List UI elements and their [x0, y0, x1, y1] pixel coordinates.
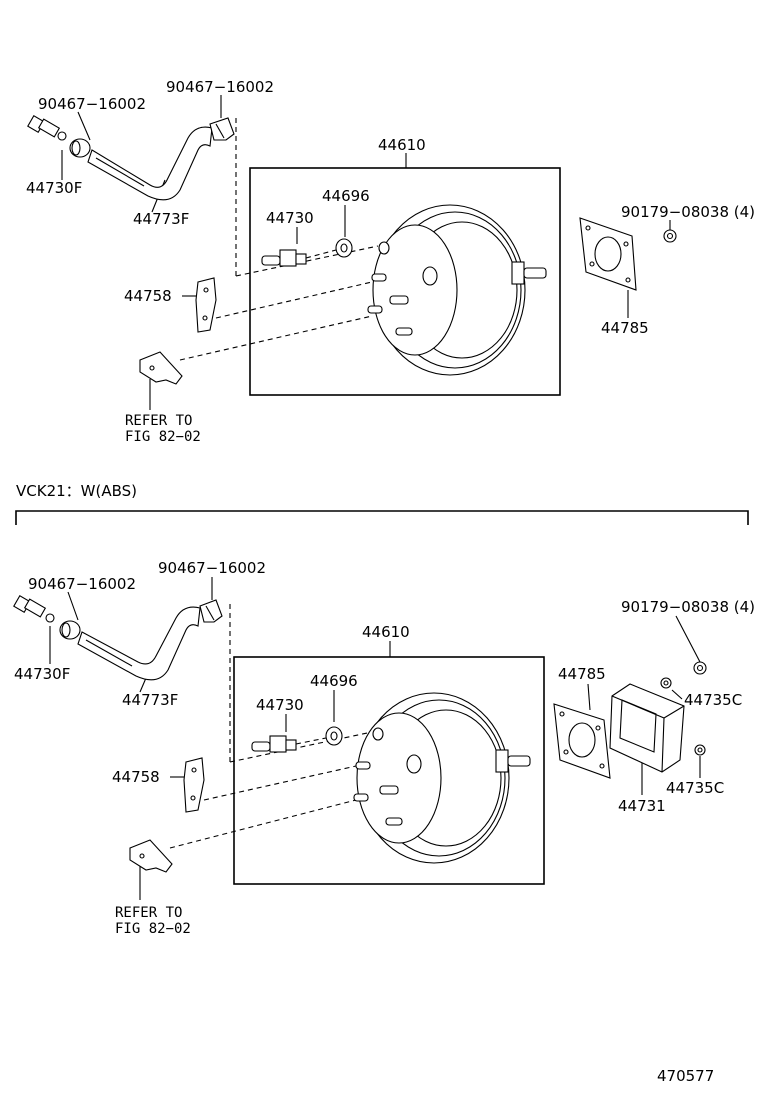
bottom-clip-left-icon [59, 620, 81, 640]
top-label-refer-line2: FIG 82−02 [125, 429, 201, 445]
bottom-label-booster-assy: 44610 [362, 623, 410, 641]
section-label: VCK21：W(ABS) [16, 482, 137, 500]
bottom-refer-bracket-icon [129, 839, 173, 873]
bottom-label-union: 44730 [256, 696, 304, 714]
top-label-grommet: 44696 [322, 187, 370, 205]
top-label-union: 44730 [266, 209, 314, 227]
bottom-label-spacer: 44731 [618, 797, 666, 815]
top-refer-bracket-icon [139, 351, 183, 385]
top-section: 90467−16002 90467−16002 44730F 44773F 44… [26, 78, 755, 445]
bottom-label-refer-line2: FIG 82−02 [115, 921, 191, 937]
bottom-label-spacer-nut-lower: 44735C [666, 779, 724, 797]
top-check-valve-icon [27, 115, 67, 141]
bottom-label-hose: 44773F [122, 691, 178, 709]
bottom-label-clip-left: 90467−16002 [28, 575, 136, 593]
top-hose-icon [87, 126, 213, 201]
bottom-label-spacer-nut-upper: 44735C [684, 691, 742, 709]
bottom-booster-box [233, 656, 545, 885]
top-label-refer-line1: REFER TO [125, 413, 192, 429]
bottom-label-clip-right: 90467−16002 [158, 559, 266, 577]
top-gasket-icon [579, 217, 637, 291]
section-divider [15, 510, 749, 525]
top-label-clip-right: 90467−16002 [166, 78, 274, 96]
bottom-label-gasket: 44785 [558, 665, 606, 683]
top-clip-right-icon [209, 117, 235, 141]
bottom-nut-icon [693, 661, 707, 675]
top-label-check-valve: 44730F [26, 179, 82, 197]
top-nut-icon [663, 229, 677, 243]
bottom-booster-icon [353, 692, 531, 864]
top-union-icon [261, 249, 307, 267]
bottom-bracket-icon [183, 757, 205, 813]
top-clip-left-icon [69, 138, 91, 158]
bottom-check-valve-icon [13, 595, 55, 623]
top-bracket-icon [195, 277, 217, 333]
top-booster-box [249, 167, 561, 396]
top-label-nut: 90179−08038 (4) [621, 203, 755, 221]
bottom-gasket-icon [553, 703, 611, 779]
bottom-hose-icon [77, 606, 201, 681]
bottom-label-refer-line1: REFER TO [115, 905, 182, 921]
bottom-label-nut: 90179−08038 (4) [621, 598, 755, 616]
bottom-clip-right-icon [199, 599, 223, 623]
figure-number: 470577 [657, 1067, 714, 1085]
bottom-spacer-nut-upper-icon [660, 677, 672, 689]
top-label-gasket: 44785 [601, 319, 649, 337]
top-label-bracket: 44758 [124, 287, 172, 305]
bottom-label-grommet: 44696 [310, 672, 358, 690]
bottom-section: 90467−16002 90467−16002 44730F 44773F 44… [13, 559, 755, 937]
bottom-grommet-icon [325, 726, 343, 746]
top-label-booster-assy: 44610 [378, 136, 426, 154]
bottom-union-icon [251, 735, 297, 753]
bottom-spacer-icon [609, 683, 685, 773]
bottom-label-bracket: 44758 [112, 768, 160, 786]
top-grommet-icon [335, 238, 353, 258]
bottom-label-check-valve: 44730F [14, 665, 70, 683]
top-label-hose: 44773F [133, 210, 189, 228]
top-booster-icon [367, 204, 547, 376]
bottom-spacer-nut-lower-icon [694, 744, 706, 756]
top-label-clip-left: 90467−16002 [38, 95, 146, 113]
